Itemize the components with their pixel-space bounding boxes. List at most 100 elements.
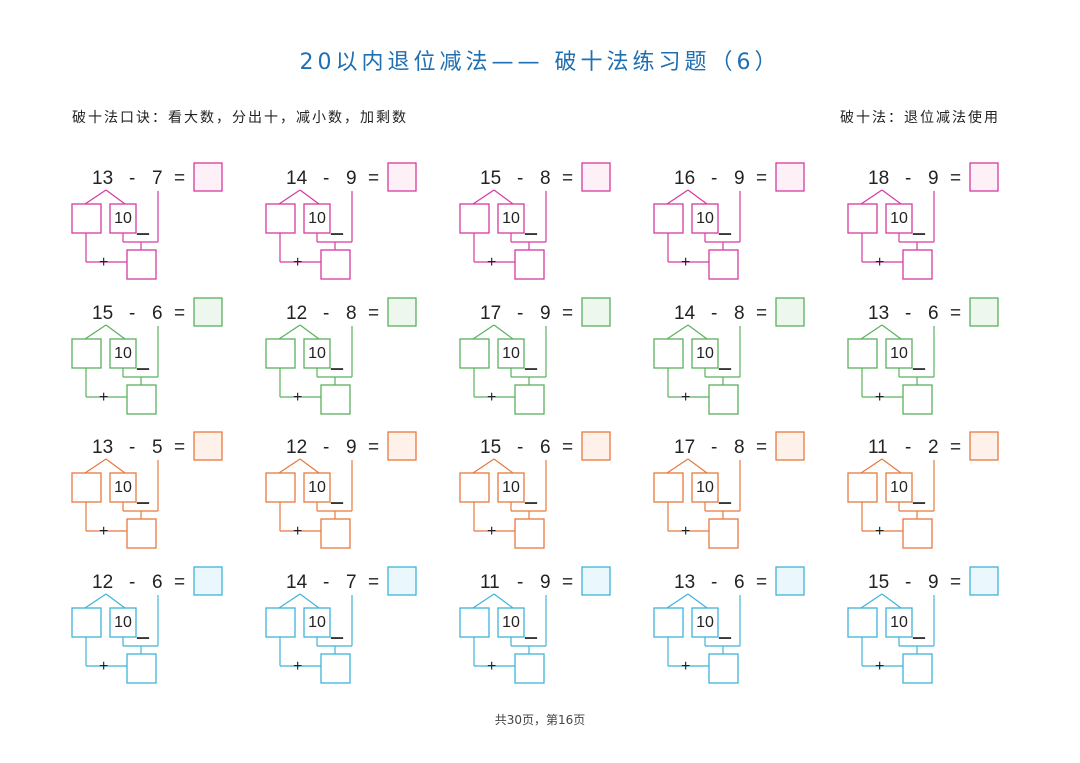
- mnemonic-hint: 破十法口诀：看大数，分出十，减小数，加剩数: [72, 110, 408, 126]
- answer-box[interactable]: [193, 431, 223, 461]
- ten-label: 10: [502, 345, 520, 362]
- problem-r2-c3: 17-9=10－+: [459, 297, 620, 421]
- remainder-box[interactable]: [265, 338, 296, 369]
- subtrahend: 7: [346, 572, 357, 593]
- remainder-box[interactable]: [459, 472, 490, 503]
- add-marker: +: [681, 254, 691, 271]
- sum-box[interactable]: [514, 249, 545, 280]
- decomposition-diagram: [847, 297, 999, 415]
- answer-box[interactable]: [193, 566, 223, 596]
- subtract-marker: －: [135, 496, 152, 513]
- minuend: 11: [480, 572, 500, 593]
- add-marker: +: [99, 254, 109, 271]
- split-line-left: [860, 189, 883, 205]
- remainder-box[interactable]: [847, 338, 878, 369]
- sum-box[interactable]: [126, 653, 157, 684]
- ten-label: 10: [696, 210, 714, 227]
- answer-box[interactable]: [775, 566, 805, 596]
- sum-box[interactable]: [320, 384, 351, 415]
- answer-box[interactable]: [581, 162, 611, 192]
- subtrahend: 9: [928, 168, 939, 189]
- answer-box[interactable]: [775, 162, 805, 192]
- sum-box[interactable]: [320, 249, 351, 280]
- remainder-box[interactable]: [653, 203, 684, 234]
- sum-box[interactable]: [126, 518, 157, 549]
- remainder-box[interactable]: [265, 472, 296, 503]
- split-line-right: [299, 458, 320, 474]
- answer-box[interactable]: [969, 566, 999, 596]
- split-line-left: [278, 324, 301, 340]
- subtract-marker: －: [329, 496, 346, 513]
- minus-sign: -: [323, 437, 330, 458]
- sum-box[interactable]: [514, 384, 545, 415]
- minuend: 15: [868, 572, 890, 593]
- decomposition-diagram: [459, 162, 611, 280]
- subtract-marker: －: [911, 227, 928, 244]
- sum-box[interactable]: [514, 518, 545, 549]
- sum-box[interactable]: [902, 518, 933, 549]
- sum-box[interactable]: [126, 384, 157, 415]
- minuend: 16: [674, 168, 696, 189]
- remainder-box[interactable]: [847, 607, 878, 638]
- sum-box[interactable]: [708, 653, 739, 684]
- answer-box[interactable]: [775, 297, 805, 327]
- answer-box[interactable]: [193, 297, 223, 327]
- answer-box[interactable]: [969, 297, 999, 327]
- add-marker: +: [875, 658, 885, 675]
- answer-box[interactable]: [387, 566, 417, 596]
- answer-box[interactable]: [581, 431, 611, 461]
- subtract-marker: －: [523, 227, 540, 244]
- remainder-box[interactable]: [71, 607, 102, 638]
- minus-sign: -: [517, 303, 524, 324]
- ten-label: 10: [308, 479, 326, 496]
- equals-sign: =: [950, 572, 962, 593]
- answer-box[interactable]: [581, 566, 611, 596]
- remainder-box[interactable]: [847, 472, 878, 503]
- sum-box[interactable]: [320, 518, 351, 549]
- remainder-box[interactable]: [459, 338, 490, 369]
- remainder-box[interactable]: [265, 203, 296, 234]
- sum-box[interactable]: [126, 249, 157, 280]
- equals-sign: =: [174, 572, 186, 593]
- answer-box[interactable]: [193, 162, 223, 192]
- remainder-box[interactable]: [847, 203, 878, 234]
- split-line-right: [687, 593, 708, 609]
- split-line-right: [493, 324, 514, 340]
- subtrahend: 9: [928, 572, 939, 593]
- subtract-marker: －: [717, 631, 734, 648]
- answer-box[interactable]: [387, 431, 417, 461]
- problem-r4-c5: 15-9=10－+: [847, 566, 1008, 690]
- answer-box[interactable]: [969, 431, 999, 461]
- answer-box[interactable]: [775, 431, 805, 461]
- split-line-right: [687, 324, 708, 340]
- minuend: 12: [92, 572, 114, 593]
- sum-box[interactable]: [320, 653, 351, 684]
- sum-box[interactable]: [902, 249, 933, 280]
- answer-box[interactable]: [387, 162, 417, 192]
- remainder-box[interactable]: [265, 607, 296, 638]
- sum-box[interactable]: [708, 518, 739, 549]
- split-line-right: [105, 324, 126, 340]
- remainder-box[interactable]: [653, 472, 684, 503]
- remainder-box[interactable]: [71, 338, 102, 369]
- subtract-marker: －: [523, 496, 540, 513]
- remainder-box[interactable]: [459, 607, 490, 638]
- remainder-box[interactable]: [653, 338, 684, 369]
- sum-box[interactable]: [708, 249, 739, 280]
- remainder-box[interactable]: [459, 203, 490, 234]
- answer-box[interactable]: [581, 297, 611, 327]
- minuend: 15: [92, 303, 114, 324]
- sum-box[interactable]: [902, 384, 933, 415]
- remainder-box[interactable]: [653, 607, 684, 638]
- answer-box[interactable]: [387, 297, 417, 327]
- decomposition-diagram: [71, 297, 223, 415]
- sum-box[interactable]: [708, 384, 739, 415]
- remainder-box[interactable]: [71, 472, 102, 503]
- split-line-right: [299, 593, 320, 609]
- sum-box[interactable]: [514, 653, 545, 684]
- minus-sign: -: [711, 437, 718, 458]
- answer-box[interactable]: [969, 162, 999, 192]
- sum-box[interactable]: [902, 653, 933, 684]
- remainder-box[interactable]: [71, 203, 102, 234]
- subtract-marker: －: [911, 496, 928, 513]
